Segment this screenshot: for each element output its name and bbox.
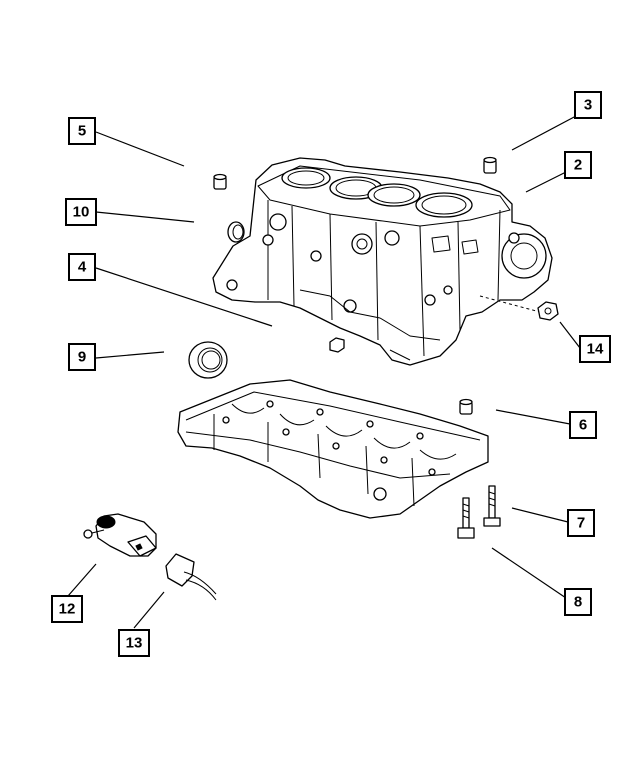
bedplate <box>177 379 489 519</box>
callout-5[interactable]: 5 <box>68 117 96 145</box>
leader-9 <box>95 351 165 359</box>
dowel-pin-left <box>213 173 227 190</box>
svg-text:6: 6 <box>579 417 587 434</box>
svg-text:14: 14 <box>587 341 604 358</box>
svg-text:7: 7 <box>577 515 585 532</box>
svg-text:3: 3 <box>584 97 592 114</box>
leader-5 <box>95 131 185 167</box>
callout-4[interactable]: 4 <box>68 253 96 281</box>
leader-14 <box>559 321 581 349</box>
bolt-8 <box>457 497 475 539</box>
dowel-pin-top <box>483 156 497 174</box>
callout-2[interactable]: 2 <box>564 151 592 179</box>
svg-text:9: 9 <box>78 349 86 366</box>
svg-text:12: 12 <box>59 601 76 618</box>
drain-plug <box>329 337 345 353</box>
cup-plug <box>227 221 245 243</box>
bolt-7 <box>483 485 501 527</box>
callout-9[interactable]: 9 <box>68 343 96 371</box>
dowel-pin-bedplate <box>459 398 473 415</box>
callout-10[interactable]: 10 <box>65 198 97 226</box>
engine-block <box>212 157 553 366</box>
bolt-14 <box>537 301 559 321</box>
callout-3[interactable]: 3 <box>574 91 602 119</box>
svg-text:8: 8 <box>574 594 582 611</box>
svg-text:5: 5 <box>78 123 86 140</box>
callout-6[interactable]: 6 <box>569 411 597 439</box>
leader-12 <box>67 563 97 597</box>
leader-10 <box>95 211 195 223</box>
svg-text:2: 2 <box>574 157 582 174</box>
callout-7[interactable]: 7 <box>567 509 595 537</box>
callout-8[interactable]: 8 <box>564 588 592 616</box>
leader-3 <box>511 115 577 151</box>
sensor <box>83 513 157 557</box>
svg-text:13: 13 <box>126 635 143 652</box>
callout-12[interactable]: 12 <box>51 595 83 623</box>
leader-8 <box>491 547 567 599</box>
leader-4 <box>95 267 273 327</box>
leader-13 <box>133 591 165 629</box>
leader-6 <box>495 409 571 425</box>
rear-main-seal <box>188 341 228 379</box>
leader-2 <box>525 171 567 193</box>
svg-text:10: 10 <box>73 204 90 221</box>
callout-13[interactable]: 13 <box>118 629 150 657</box>
callout-14[interactable]: 14 <box>579 335 611 363</box>
leader-7 <box>511 507 569 523</box>
svg-text:4: 4 <box>78 259 87 276</box>
connector <box>165 553 217 601</box>
